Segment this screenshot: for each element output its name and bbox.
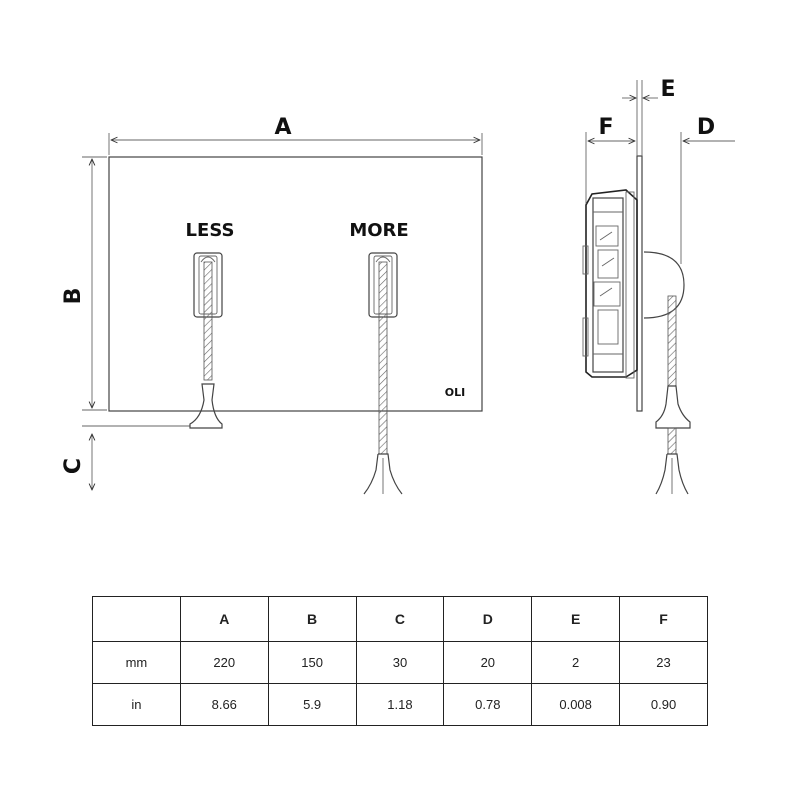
- dimension-c: C: [61, 425, 190, 490]
- table-cell: 20: [443, 640, 533, 684]
- table-cell: 0.78: [443, 682, 533, 727]
- less-label: LESS: [186, 220, 235, 241]
- table-header-cell: E: [531, 596, 621, 642]
- table-header-cell: [92, 596, 181, 642]
- table-cell: 0.90: [619, 682, 708, 727]
- table-unit-cell: in: [92, 682, 181, 727]
- table-cell: 0.008: [531, 682, 621, 727]
- side-cable: [655, 295, 691, 495]
- table-header-row: A B C D E F: [92, 596, 708, 642]
- front-view: A B C LESS MORE: [61, 115, 483, 495]
- table-row-mm: mm 220 150 30 20 2 23: [92, 640, 708, 684]
- table-row-in: in 8.66 5.9 1.18 0.78 0.008 0.90: [92, 682, 708, 727]
- actuator-body: [582, 189, 638, 379]
- less-button: LESS: [186, 220, 235, 429]
- table-header-cell: B: [267, 596, 357, 642]
- dimension-b-label: B: [61, 288, 86, 305]
- table-cell: 1.18: [355, 682, 445, 727]
- table-unit-cell: mm: [92, 640, 181, 684]
- dimension-a: A: [108, 115, 483, 155]
- table-header-cell: C: [355, 596, 445, 642]
- table-header-cell: D: [443, 596, 533, 642]
- table-header-cell: A: [179, 596, 269, 642]
- dimension-f: F: [585, 115, 635, 204]
- more-label: MORE: [349, 220, 408, 241]
- dimension-e-label: E: [660, 77, 675, 102]
- dimension-e: E: [622, 77, 676, 156]
- dimension-f-label: F: [598, 115, 613, 140]
- brand-logo: OLI: [445, 386, 465, 399]
- dimension-c-label: C: [61, 458, 86, 474]
- table-cell: 5.9: [267, 682, 357, 727]
- table-cell: 220: [179, 640, 269, 684]
- dimensions-table: A B C D E F mm 220 150 30 20 2 23 in 8.6…: [92, 596, 708, 727]
- table-cell: 8.66: [179, 682, 269, 727]
- table-cell: 30: [355, 640, 445, 684]
- dimension-b: B: [61, 156, 107, 411]
- side-view: E F D: [582, 77, 735, 495]
- dimension-d: D: [680, 115, 735, 264]
- flush-plate: [108, 156, 483, 412]
- more-button: MORE: [349, 220, 409, 495]
- table-header-cell: F: [619, 596, 708, 642]
- table-cell: 150: [267, 640, 357, 684]
- table-cell: 23: [619, 640, 708, 684]
- dome-button: [643, 251, 685, 319]
- table-cell: 2: [531, 640, 621, 684]
- dimension-d-label: D: [697, 115, 715, 140]
- dimension-a-label: A: [274, 115, 291, 140]
